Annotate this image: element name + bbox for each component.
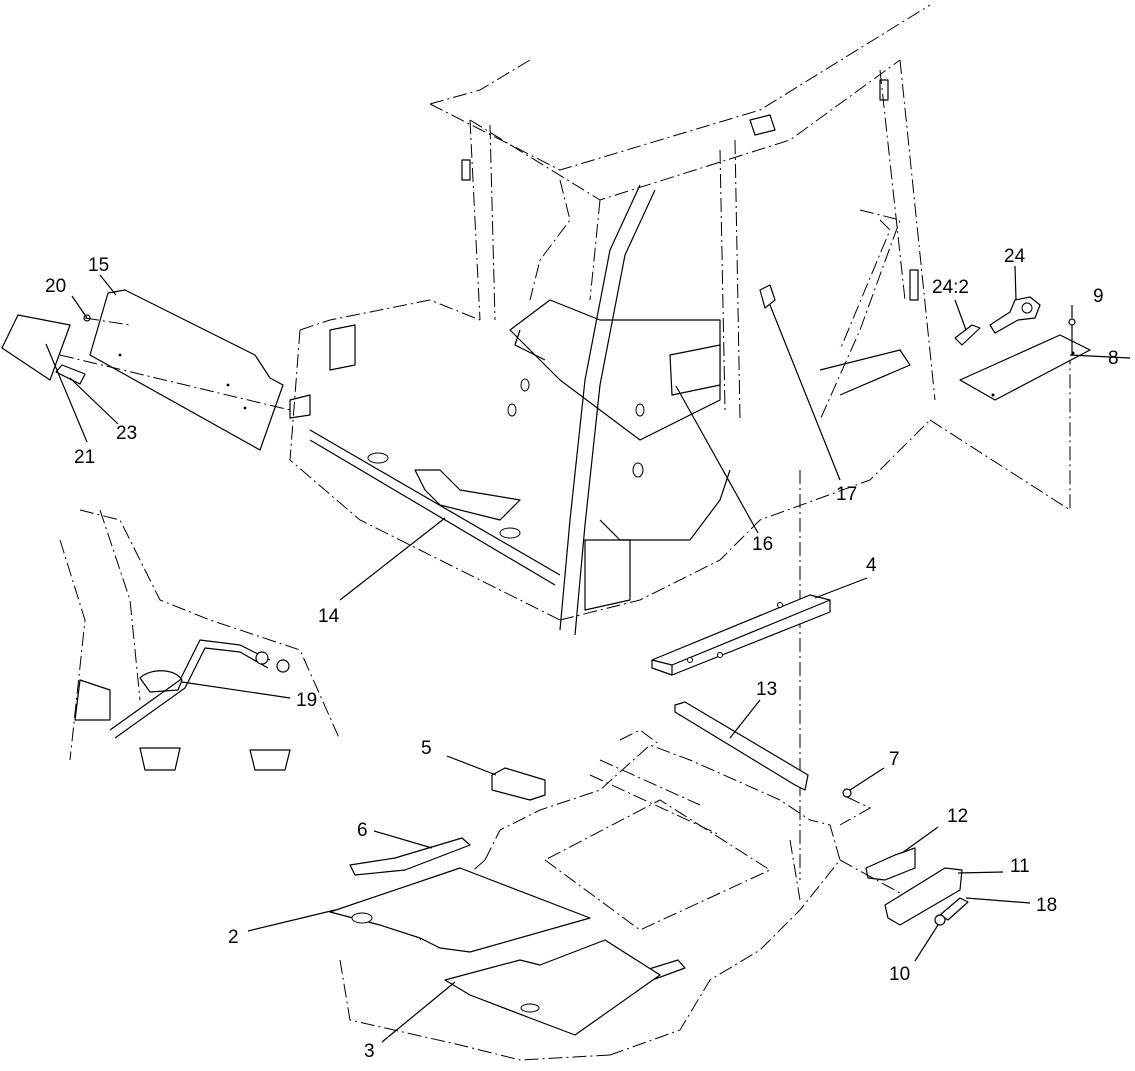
callout-20: 20 bbox=[45, 276, 66, 297]
part-17-strap bbox=[759, 284, 776, 309]
callout-23: 23 bbox=[116, 423, 137, 444]
part-16-decal bbox=[669, 344, 721, 396]
callout-7: 7 bbox=[889, 749, 900, 770]
part-13-rail bbox=[674, 701, 809, 791]
callout-16: 16 bbox=[752, 534, 773, 555]
cab-frame-assembly bbox=[289, 4, 1071, 880]
callout-13: 13 bbox=[756, 679, 777, 700]
callout-18: 18 bbox=[1036, 895, 1057, 916]
part-8-plate bbox=[959, 334, 1091, 401]
part-24-2-pad bbox=[954, 324, 981, 346]
right-parts-group bbox=[954, 296, 1091, 401]
callout-11: 11 bbox=[1010, 856, 1030, 877]
part-21-sheet bbox=[1, 314, 71, 381]
inset-hose-detail bbox=[59, 509, 341, 771]
callout-12: 12 bbox=[947, 806, 968, 827]
callout-24: 24 bbox=[1004, 246, 1026, 267]
callout-9: 9 bbox=[1093, 286, 1104, 307]
part-7-nut bbox=[842, 788, 852, 798]
callout-labels: 2 3 4 5 6 7 8 9 10 11 12 13 14 15 16 17 … bbox=[45, 246, 1119, 1062]
part-3-floor-mat bbox=[444, 939, 661, 1036]
part-24-wrench bbox=[989, 296, 1041, 334]
part-15-panel bbox=[89, 289, 284, 451]
part-6-strip bbox=[349, 837, 471, 876]
callout-19: 19 bbox=[296, 690, 317, 711]
callout-2: 2 bbox=[228, 927, 239, 948]
part-4-base-plate bbox=[651, 594, 831, 676]
callout-6: 6 bbox=[357, 820, 368, 841]
callout-21: 21 bbox=[74, 447, 95, 468]
callout-4: 4 bbox=[866, 555, 877, 576]
callout-10: 10 bbox=[889, 964, 910, 985]
callout-14: 14 bbox=[318, 606, 340, 627]
part-12-bracket bbox=[865, 847, 916, 881]
part-23-strip bbox=[55, 364, 86, 385]
callout-5: 5 bbox=[421, 738, 432, 759]
callout-24-2: 24:2 bbox=[932, 277, 969, 298]
callout-8: 8 bbox=[1108, 348, 1119, 369]
side-panel-group bbox=[1, 289, 291, 451]
callout-3: 3 bbox=[364, 1041, 375, 1062]
callout-17: 17 bbox=[836, 484, 857, 505]
part-19-clamp bbox=[139, 670, 183, 693]
part-2-floor-mat bbox=[329, 867, 591, 953]
part-10-knob bbox=[934, 914, 946, 926]
part-11-cover bbox=[884, 867, 963, 926]
part-5-block bbox=[491, 767, 546, 801]
callout-15: 15 bbox=[88, 255, 109, 276]
leader-lines bbox=[45, 265, 1131, 1043]
